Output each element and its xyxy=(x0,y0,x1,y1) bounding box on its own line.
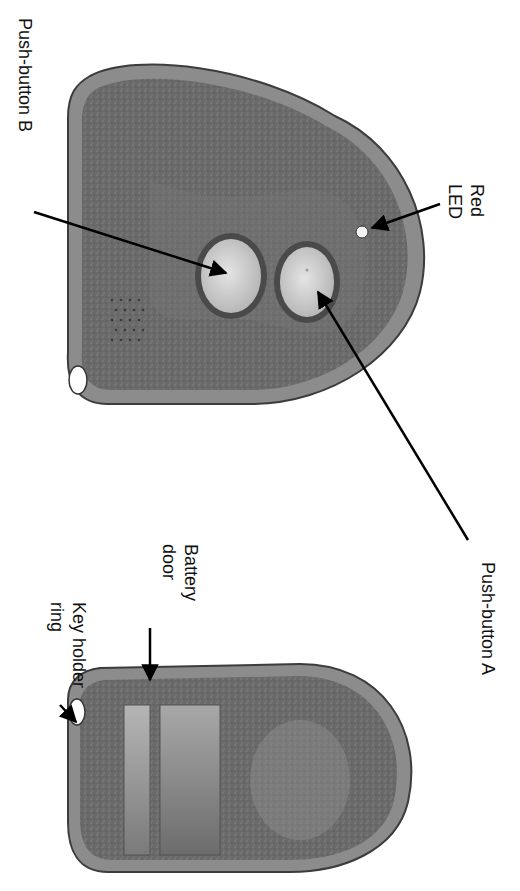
part-label: Key holder ring xyxy=(46,602,90,702)
leader-arrow xyxy=(60,705,76,722)
part-label: Push-button A xyxy=(477,562,499,762)
leader-arrows xyxy=(34,204,468,722)
leader-arrow xyxy=(34,212,226,273)
leader-arrow xyxy=(149,628,152,680)
fob-front xyxy=(68,65,424,404)
fob-back xyxy=(68,664,411,872)
part-label: Push-button B xyxy=(14,18,36,218)
leader-arrow xyxy=(318,292,468,540)
leader-arrow xyxy=(372,204,440,228)
part-label: Battery door xyxy=(158,544,202,616)
part-label: Red LED xyxy=(444,184,488,224)
